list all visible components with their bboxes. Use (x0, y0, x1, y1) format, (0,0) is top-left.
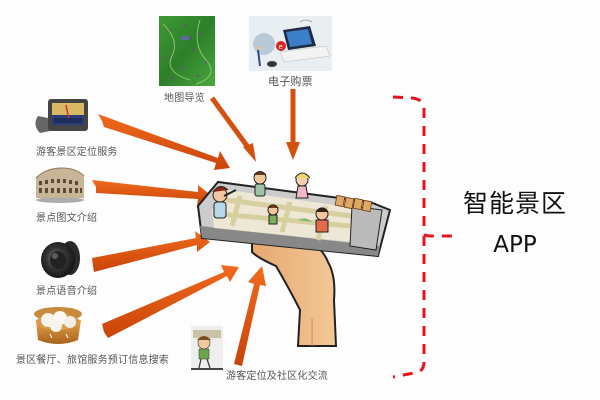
arrow-map-guide (209, 96, 256, 162)
label-social: 游客定位及社区化交流 (226, 371, 328, 382)
arrow-spot-audio (92, 231, 210, 272)
cartoon-people (212, 171, 329, 233)
label-spot-audio: 景点语音介绍 (36, 286, 98, 297)
laptop-ticket-icon: e (249, 16, 332, 71)
arrow-booking-search (102, 265, 239, 338)
gps-navigator-icon (35, 99, 88, 133)
label-spot-text-image: 景点图文介绍 (36, 213, 98, 224)
app-title: 智能景区 APP (460, 188, 570, 262)
arrow-spot-text-image (92, 180, 212, 206)
arrow-visitor-location (98, 114, 230, 170)
label-map-guide: 地图导览 (164, 93, 205, 104)
feature-arrows (92, 89, 300, 366)
label-visitor-location: 游客景区定位服务 (36, 147, 118, 158)
steamed-buns-icon (34, 307, 82, 344)
app-title-line2: APP (493, 232, 537, 258)
dashed-bracket (392, 95, 456, 379)
app-title-line1: 智能景区 (462, 189, 567, 218)
speaker-icon (41, 241, 80, 278)
cartoon-tourist-icon (191, 326, 223, 370)
label-e-ticket: 电子购票 (268, 75, 313, 88)
svg-text:e: e (279, 43, 283, 51)
arrow-e-ticket (286, 89, 300, 160)
map-icon (159, 16, 215, 86)
label-booking-search: 景区餐厅、旅馆服务预订信息搜索 (16, 355, 169, 366)
hand-holding-phone-icon (196, 171, 392, 347)
arrow-social (234, 266, 266, 366)
colosseum-icon (35, 167, 85, 203)
